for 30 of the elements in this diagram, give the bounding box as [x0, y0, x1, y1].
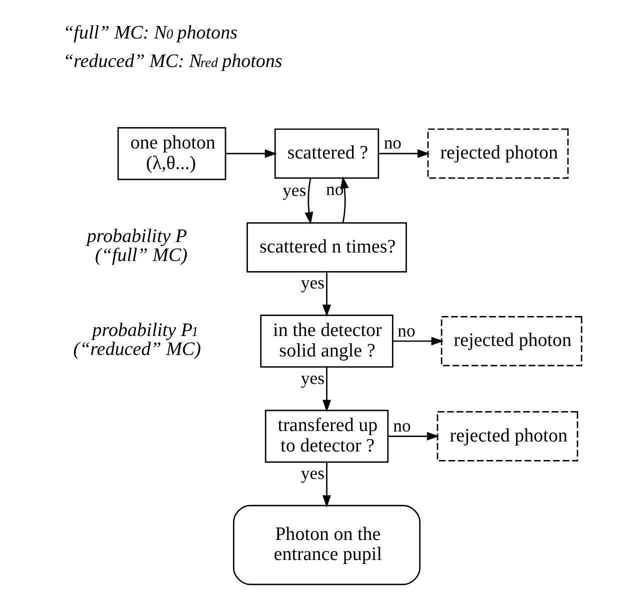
arrow [304, 178, 314, 224]
node-box: rejected photon [440, 316, 582, 366]
node-box: in the detector solid angle ? [260, 314, 394, 368]
arrow [322, 367, 332, 412]
label: “full” MC: N0 photons [63, 22, 238, 44]
node-box: transfered up to detector ? [264, 410, 389, 463]
arrow [322, 462, 332, 508]
node-box: rejected photon [427, 128, 569, 179]
node-box: scattered ? [274, 128, 380, 179]
arrow [322, 272, 332, 317]
edge-label: no [393, 415, 411, 436]
edge-label: yes [282, 180, 306, 200]
arrow [340, 176, 349, 222]
edge-label: yes [300, 272, 324, 293]
edge-label: yes [300, 368, 324, 388]
label: probability P (“full” MC) [86, 226, 188, 266]
arrow [226, 149, 278, 158]
edge-label: no [398, 320, 416, 340]
node-box: rejected photon [436, 411, 578, 462]
arrow [388, 432, 440, 441]
arrow [392, 336, 444, 346]
edge-label: no [384, 132, 402, 153]
node-box: Photon on the entrance pupil [232, 504, 421, 586]
arrow [378, 149, 430, 158]
label: probability P1 (“reduced” MC) [73, 320, 201, 360]
edge-label: no [326, 179, 344, 200]
label: “reduced” MC: Nred photons [63, 50, 282, 72]
edge-label: yes [300, 462, 324, 483]
node-box: scattered n times? [246, 222, 407, 272]
node-box: one photon (λ,θ...) [117, 127, 226, 180]
